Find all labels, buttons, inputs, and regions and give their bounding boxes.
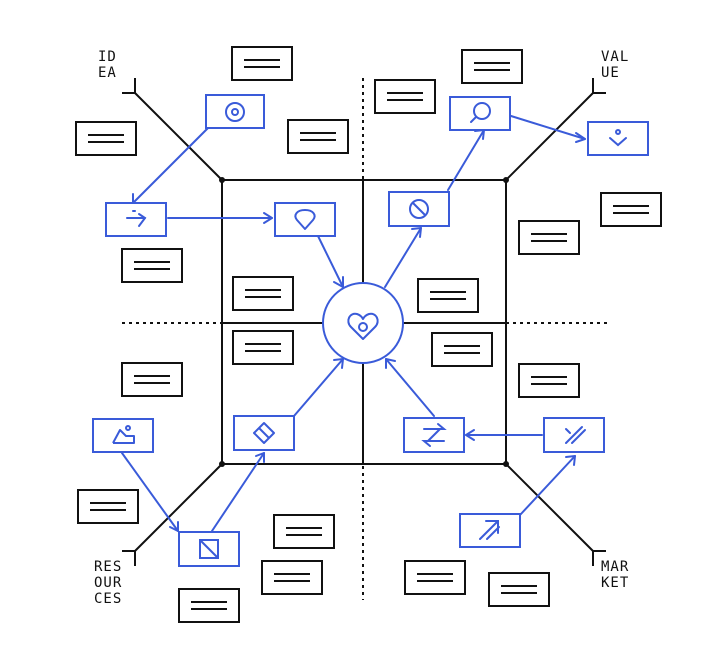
spoke-market <box>505 463 606 566</box>
slash-icon <box>565 426 586 444</box>
text-placeholder <box>231 46 293 81</box>
text-placeholder <box>273 514 335 549</box>
arrow-right-icon <box>126 210 147 227</box>
corner-dot <box>503 177 509 183</box>
spoke-value <box>505 78 606 181</box>
text-placeholder <box>488 572 550 607</box>
text-placeholder <box>518 220 580 255</box>
text-placeholder <box>77 489 139 524</box>
resources-image-box <box>92 418 154 453</box>
connectors <box>121 115 586 532</box>
resources-diamond-box <box>233 415 295 451</box>
target-icon <box>225 102 245 122</box>
idea-target-box <box>205 94 265 129</box>
value-search-box <box>449 96 511 131</box>
label-market-line: MAR <box>601 559 630 575</box>
arrow-arrow-box-to-drop-box <box>167 212 273 224</box>
resources-diagonal-box <box>178 531 240 567</box>
text-placeholder <box>121 248 183 283</box>
search-icon <box>470 102 491 123</box>
corner-dot <box>219 177 225 183</box>
label-value-line: UE <box>601 65 620 81</box>
text-placeholder <box>431 332 493 367</box>
heart-icon <box>347 312 379 340</box>
arrow-swap-box-to-center <box>385 358 435 417</box>
label-resources-line: CES <box>94 591 123 607</box>
label-market-line: KET <box>601 575 630 591</box>
corner-dot <box>503 461 509 467</box>
arrow-slash-box-to-swap-box <box>465 429 543 441</box>
text-placeholders <box>75 46 662 623</box>
label-idea-line: EA <box>98 65 117 81</box>
market-slash-box <box>543 417 605 453</box>
text-placeholder <box>461 49 523 84</box>
text-placeholder <box>75 121 137 156</box>
text-placeholder <box>287 119 349 154</box>
arrow-drop-box-to-center <box>317 235 344 288</box>
arrow-idea-target-to-arrow-box <box>132 127 209 204</box>
arrow-search-box-to-check-box <box>510 115 586 143</box>
spoke-resources <box>122 463 223 566</box>
swap-icon <box>421 423 447 447</box>
drop-icon <box>294 209 316 230</box>
image-icon <box>112 425 135 444</box>
corner-dot <box>219 461 225 467</box>
idea-drop-box <box>274 202 336 237</box>
text-placeholder <box>600 192 662 227</box>
market-trend-box <box>459 513 521 548</box>
idea-arrow-box <box>105 202 167 237</box>
label-value-line: VAL <box>601 49 630 65</box>
text-placeholder <box>261 560 323 595</box>
market-swap-box <box>403 417 465 453</box>
value-check-box <box>587 121 649 156</box>
diagonal-box-icon <box>199 539 219 559</box>
arrow-trend-box-to-slash-box <box>519 455 576 516</box>
text-placeholder <box>404 560 466 595</box>
chevron-check-icon <box>609 129 627 147</box>
value-block-box <box>388 191 450 227</box>
label-resources-line: OUR <box>94 575 123 591</box>
text-placeholder <box>518 363 580 398</box>
text-placeholder <box>232 276 294 311</box>
label-idea-line: ID <box>98 49 117 65</box>
label-resources-line: RES <box>94 559 123 575</box>
text-placeholder <box>178 588 240 623</box>
text-placeholder <box>374 79 436 114</box>
text-placeholder <box>417 278 479 313</box>
label-idea: ID EA <box>98 49 117 81</box>
label-resources: RES OUR CES <box>94 559 122 607</box>
arrow-diagonal-box-to-diamond-box <box>211 452 265 532</box>
arrow-center-to-block-box <box>384 227 422 288</box>
spoke-idea <box>122 78 223 181</box>
arrow-diamond-box-to-center <box>293 358 344 417</box>
label-value: VAL UE <box>601 49 629 81</box>
label-market: MAR KET <box>601 559 629 591</box>
arrow-image-box-to-diagonal-box <box>121 452 179 532</box>
center-node <box>322 282 404 364</box>
diamond-icon <box>253 422 275 444</box>
block-icon <box>409 199 429 219</box>
text-placeholder <box>121 362 183 397</box>
text-placeholder <box>232 330 294 365</box>
trend-arrow-icon <box>479 520 500 540</box>
